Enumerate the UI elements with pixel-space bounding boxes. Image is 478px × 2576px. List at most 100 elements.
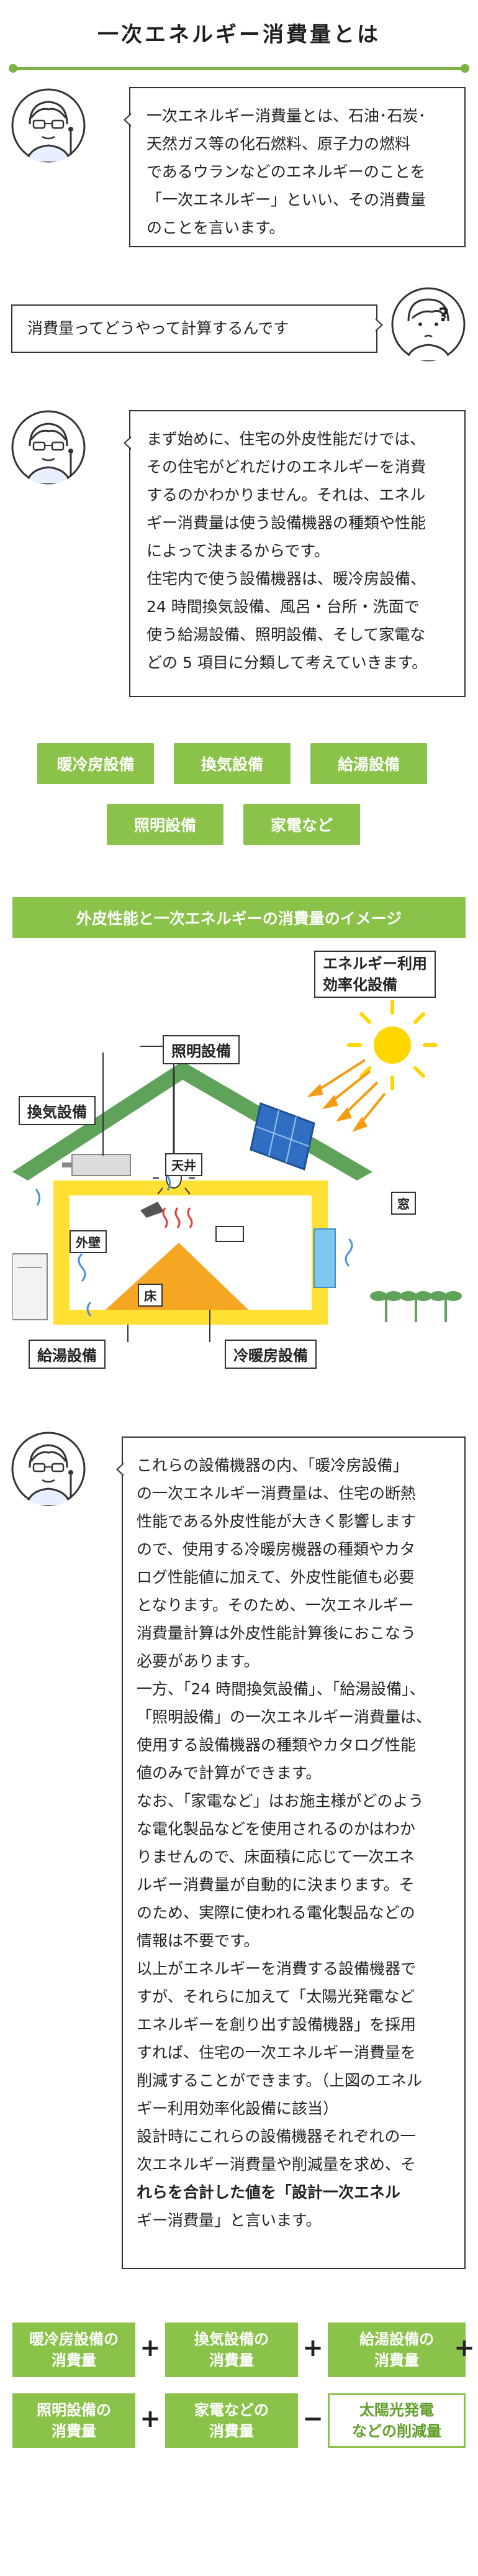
- answer-line: によって決まるからです。: [147, 542, 330, 560]
- sunlight-arrows: [307, 1059, 386, 1132]
- answer-line: 住宅内で使う設備機器は、暖冷房設備、: [147, 570, 426, 588]
- minus-operator: −: [302, 2405, 323, 2433]
- formula-item-line: 家電などの: [194, 2401, 269, 2419]
- category-tag: 照明設備: [107, 804, 223, 845]
- formula-item-line: 消費量: [209, 2423, 254, 2440]
- formula-item: 換気設備の消費量: [165, 2323, 298, 2377]
- diagram-label-ventilation: 換気設備: [19, 1096, 96, 1125]
- vent-outlet-icon: [140, 1202, 164, 1218]
- explanation-line: の一次エネルギー消費量は、住宅の断熱: [137, 1484, 417, 1502]
- intro-line: 一次エネルギー消費量とは、石油･石炭･: [147, 107, 426, 125]
- explanation-line: ルギー消費量が自動的に決まります。そ: [137, 1876, 415, 1894]
- answer-speech-box: まず始めに、住宅の外皮性能だけでは、 その住宅がどれだけのエネルギーを消費 する…: [124, 410, 466, 697]
- teacher-avatar: [11, 88, 86, 163]
- explanation-line: エネルギーを創り出す設備機器」を採用: [137, 2016, 417, 2034]
- explanation-line: これらの設備機器の内、「暖冷房設備」: [137, 1456, 408, 1474]
- formula-item-line: 換気設備の: [194, 2331, 269, 2348]
- air-conditioner-icon: [215, 1226, 244, 1242]
- airflow-arrow: [86, 1301, 92, 1317]
- formula-item: 給湯設備の消費量: [328, 2323, 466, 2377]
- answer-line: するのかわかりません。それは、エネル: [147, 486, 426, 504]
- explanation-line: なお、「家電など」はお施主様がどのよう: [137, 1792, 424, 1810]
- explanation-line: りませんので、床面積に応じて一次エネ: [137, 1848, 415, 1866]
- intro-line: 天然ガス等の化石燃料、原子力の燃料: [147, 135, 411, 153]
- teacher-avatar: [11, 1432, 86, 1506]
- intro-line: のことを言います。: [147, 219, 285, 237]
- diagram-label-wall: 外壁: [70, 1230, 107, 1253]
- window: [313, 1228, 336, 1288]
- question-mark-icon: ?: [438, 304, 449, 326]
- category-tag: 換気設備: [174, 743, 291, 784]
- category-tag: 家電など: [243, 804, 360, 845]
- explanation-line: 使用する設備機器の種類やカタログ性能: [137, 1736, 417, 1754]
- explanation-line: となります。そのため、一次エネルギー: [137, 1596, 414, 1614]
- title-divider: [9, 64, 469, 73]
- plant-icon: [370, 1291, 462, 1322]
- intro-line: であるウランなどのエネルギーのことを: [147, 163, 426, 181]
- house-diagram: [12, 980, 462, 1342]
- explanation-line: 消費量計算は外皮性能計算後におこなう: [137, 1624, 417, 1642]
- formula-item-line: 消費量: [52, 2352, 96, 2369]
- formula-item: 暖冷房設備の消費量: [12, 2323, 135, 2377]
- formula-item-line: 給湯設備の: [359, 2331, 434, 2348]
- diagram-label-floor: 床: [138, 1284, 163, 1307]
- answer-line: ギー消費量は使う設備機器の種類や性能: [147, 514, 426, 532]
- diagram-label-efficiency: エネルギー利用 効率化設備: [314, 951, 436, 998]
- diagram-label-heating-cooling: 冷暖房設備: [225, 1340, 317, 1369]
- answer-line: どの 5 項目に分類して考えていきます。: [147, 654, 428, 672]
- formula-item-line: 消費量: [209, 2352, 254, 2369]
- plus-operator: +: [140, 2405, 161, 2433]
- airflow-arrow: [35, 1189, 40, 1206]
- explanation-line: 必要があります。: [137, 1652, 259, 1670]
- formula-item: 照明設備の消費量: [12, 2393, 135, 2448]
- category-tag: 給湯設備: [310, 743, 427, 784]
- intro-line: 「一次エネルギー」といい、その消費量: [147, 191, 426, 209]
- sun-icon: [347, 1000, 438, 1090]
- explanation-line: すれば、住宅の一次エネルギー消費量を: [137, 2044, 417, 2062]
- diagram-label-efficiency-line: エネルギー利用: [323, 955, 427, 972]
- explanation-line: 性能である外皮性能が大きく影響します: [137, 1512, 416, 1530]
- formula-item-line: 暖冷房設備の: [29, 2331, 119, 2348]
- explanation-line: 次エネルギー消費量や削減量を求め、そ: [137, 2155, 417, 2173]
- solar-panel-icon: [250, 1102, 315, 1171]
- explanation-speech-box: これらの設備機器の内、「暖冷房設備」 の一次エネルギー消費量は、住宅の断熱 性能…: [116, 1436, 466, 2269]
- answer-line: 24 時間換気設備、風呂・台所・洗面で: [147, 598, 420, 616]
- diagram-label-efficiency-line: 効率化設備: [323, 976, 397, 993]
- water-heater-icon: [12, 1253, 48, 1320]
- roof: [12, 1061, 372, 1181]
- ventilation-unit: [71, 1154, 131, 1176]
- formula-item-line: 消費量: [52, 2423, 96, 2440]
- diagram-banner: 外皮性能と一次エネルギーの消費量のイメージ: [12, 897, 466, 938]
- formula-item: 家電などの消費量: [165, 2393, 298, 2448]
- explanation-line: 情報は不要です。: [137, 1932, 259, 1950]
- heat-waves: [162, 1207, 193, 1228]
- formula-item-line: などの削減量: [352, 2423, 441, 2440]
- floor-heating: [106, 1243, 248, 1310]
- explanation-line: 一方、「24 時間換気設備」、「給湯設備」、: [137, 1680, 425, 1698]
- question-speech-box: 消費量ってどうやって計算するんです: [11, 304, 383, 353]
- explanation-line: な電化製品などを使用されるのかはわか: [137, 1820, 416, 1838]
- student-avatar: [391, 287, 466, 362]
- answer-line: 使う給湯設備、照明設備、そして家電な: [147, 626, 426, 644]
- plus-operator: +: [140, 2334, 161, 2362]
- explanation-line: ので、使用する冷暖房機器の種類やカタ: [137, 1540, 416, 1558]
- explanation-line: すが、それらに加えて「太陽光発電など: [137, 1988, 415, 2006]
- formula-item-reduction: 太陽光発電などの削減量: [328, 2393, 466, 2448]
- diagram-label-window: 窓: [391, 1192, 416, 1215]
- house-frame: [53, 1181, 328, 1325]
- question-text: 消費量ってどうやって計算するんです: [27, 319, 289, 337]
- airflow-arrow: [345, 1238, 353, 1267]
- airflow-arrow: [78, 1253, 86, 1282]
- intro-speech-box: 一次エネルギー消費量とは、石油･石炭･ 天然ガス等の化石燃料、原子力の燃料 であ…: [124, 87, 466, 247]
- plus-operator: +: [454, 2334, 475, 2362]
- explanation-line: れらを合計した値を「設計一次エネル: [137, 2183, 401, 2201]
- diagram-label-lighting: 照明設備: [163, 1035, 240, 1064]
- formula-item-line: 消費量: [374, 2352, 419, 2369]
- page-title: 一次エネルギー消費量とは: [97, 22, 381, 47]
- explanation-line: 値のみで計算ができます。: [137, 1764, 322, 1782]
- formula-item-line: 照明設備の: [37, 2401, 111, 2419]
- diagram-label-hot-water: 給湯設備: [29, 1340, 106, 1369]
- explanation-line: ギー消費量」と言います。: [137, 2211, 322, 2229]
- explanation-line: 「照明設備」の一次エネルギー消費量は、: [137, 1708, 432, 1726]
- explanation-line: ギー利用効率化設備に該当）: [137, 2099, 339, 2117]
